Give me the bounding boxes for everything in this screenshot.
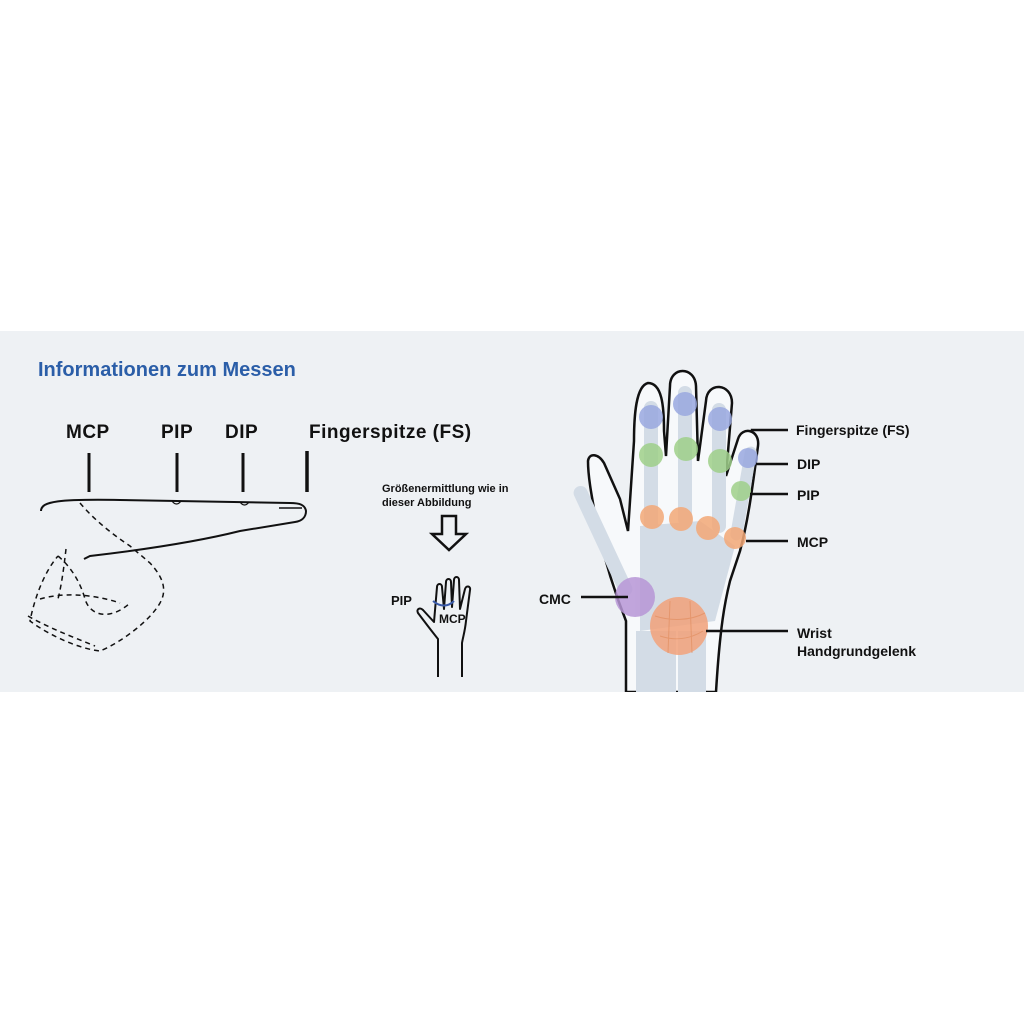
page-title: Informationen zum Messen xyxy=(38,359,296,381)
hand-fingertip-label: Fingerspitze (FS) xyxy=(796,422,910,438)
dip-joint-little xyxy=(738,448,758,468)
dip-joint-ring xyxy=(708,449,732,473)
dashed-palm-line xyxy=(57,555,131,616)
mcp-label: MCP xyxy=(66,422,110,443)
dip-joint-index xyxy=(639,443,663,467)
dip-label: DIP xyxy=(225,422,259,443)
measuring-info-panel: Informationen zum Messen xyxy=(0,331,1024,692)
mini-hand-icon xyxy=(416,576,472,677)
dip-joint-middle xyxy=(674,437,698,461)
hand-handgrundgelenk-label: Handgrundgelenk xyxy=(797,643,917,659)
arrow-down-icon xyxy=(428,514,470,552)
hand-dip-label: DIP xyxy=(797,456,821,472)
fingertip-label: Fingerspitze (FS) xyxy=(309,422,472,443)
dashed-index-line xyxy=(57,548,67,600)
fingertip-joint-middle xyxy=(673,392,697,416)
sizing-note: Größenermittlung wie in dieser Abbildung xyxy=(382,482,542,510)
dashed-hand-outline xyxy=(29,502,165,652)
cmc-joint xyxy=(615,577,655,617)
mini-hand-measure-mark xyxy=(432,600,455,607)
hand-cmc-label: CMC xyxy=(539,591,571,607)
finger-outline xyxy=(40,498,308,560)
mcp-joint-ring xyxy=(696,516,720,540)
wrist-joint xyxy=(650,597,708,655)
dip-crease xyxy=(239,501,250,506)
hand-mcp-label: MCP xyxy=(797,534,829,550)
mini-pip-label: PIP xyxy=(391,593,412,608)
fingertip-joint-index xyxy=(639,405,663,429)
dashed-wrist-line xyxy=(27,615,96,647)
fingertip-leader xyxy=(750,428,788,432)
mini-mcp-label: MCP xyxy=(439,612,466,626)
mcp-joint-index xyxy=(640,505,664,529)
sizing-note-line1: Größenermittlung wie in xyxy=(382,483,509,495)
sizing-note-line2: dieser Abbildung xyxy=(382,497,472,509)
hand-pip-label: PIP xyxy=(797,487,820,503)
mcp-joint-middle xyxy=(669,507,693,531)
pip-label: PIP xyxy=(161,422,194,443)
mcp-joint-little xyxy=(724,527,746,549)
fingertip-joint-ring xyxy=(708,407,732,431)
finger-side-diagram xyxy=(27,369,788,692)
pip-joint-little xyxy=(731,481,751,501)
hand-wrist-label: Wrist xyxy=(797,625,832,641)
dashed-thumb-line xyxy=(39,594,121,604)
pip-crease xyxy=(171,500,182,505)
hand-xray-illustration xyxy=(573,369,760,692)
